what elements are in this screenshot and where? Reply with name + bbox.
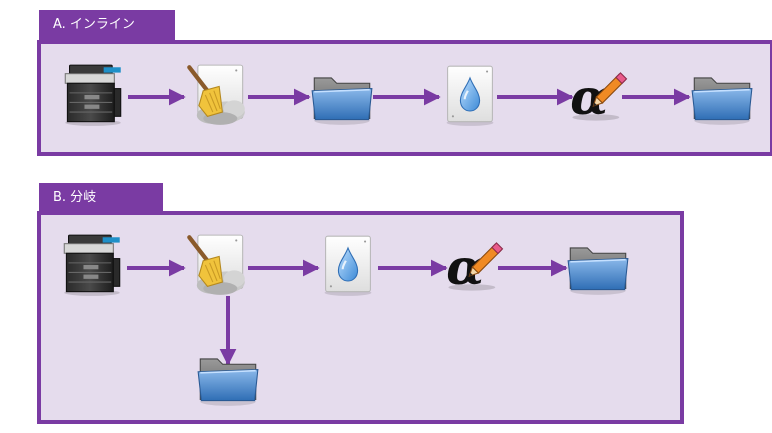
ocr-icon <box>323 235 373 297</box>
cleanup-icon <box>189 65 244 125</box>
section-b-tab: B. 分岐 <box>39 183 163 213</box>
folder-icon <box>197 358 259 407</box>
text-recognition-icon <box>445 237 504 297</box>
text-recognition-icon <box>569 67 628 127</box>
section-b-connectors <box>127 259 568 366</box>
section-b-tab-label: B. 分岐 <box>53 190 97 205</box>
folder-icon <box>567 247 629 296</box>
section-a-tab: A. インライン <box>39 10 175 40</box>
section-a-tab-label: A. インライン <box>53 17 135 32</box>
scanner-icon <box>63 234 121 297</box>
ocr-icon <box>445 65 495 127</box>
folder-icon <box>311 77 373 126</box>
folder-icon <box>691 77 753 126</box>
cleanup-icon <box>189 235 244 295</box>
scanner-icon <box>64 64 122 127</box>
